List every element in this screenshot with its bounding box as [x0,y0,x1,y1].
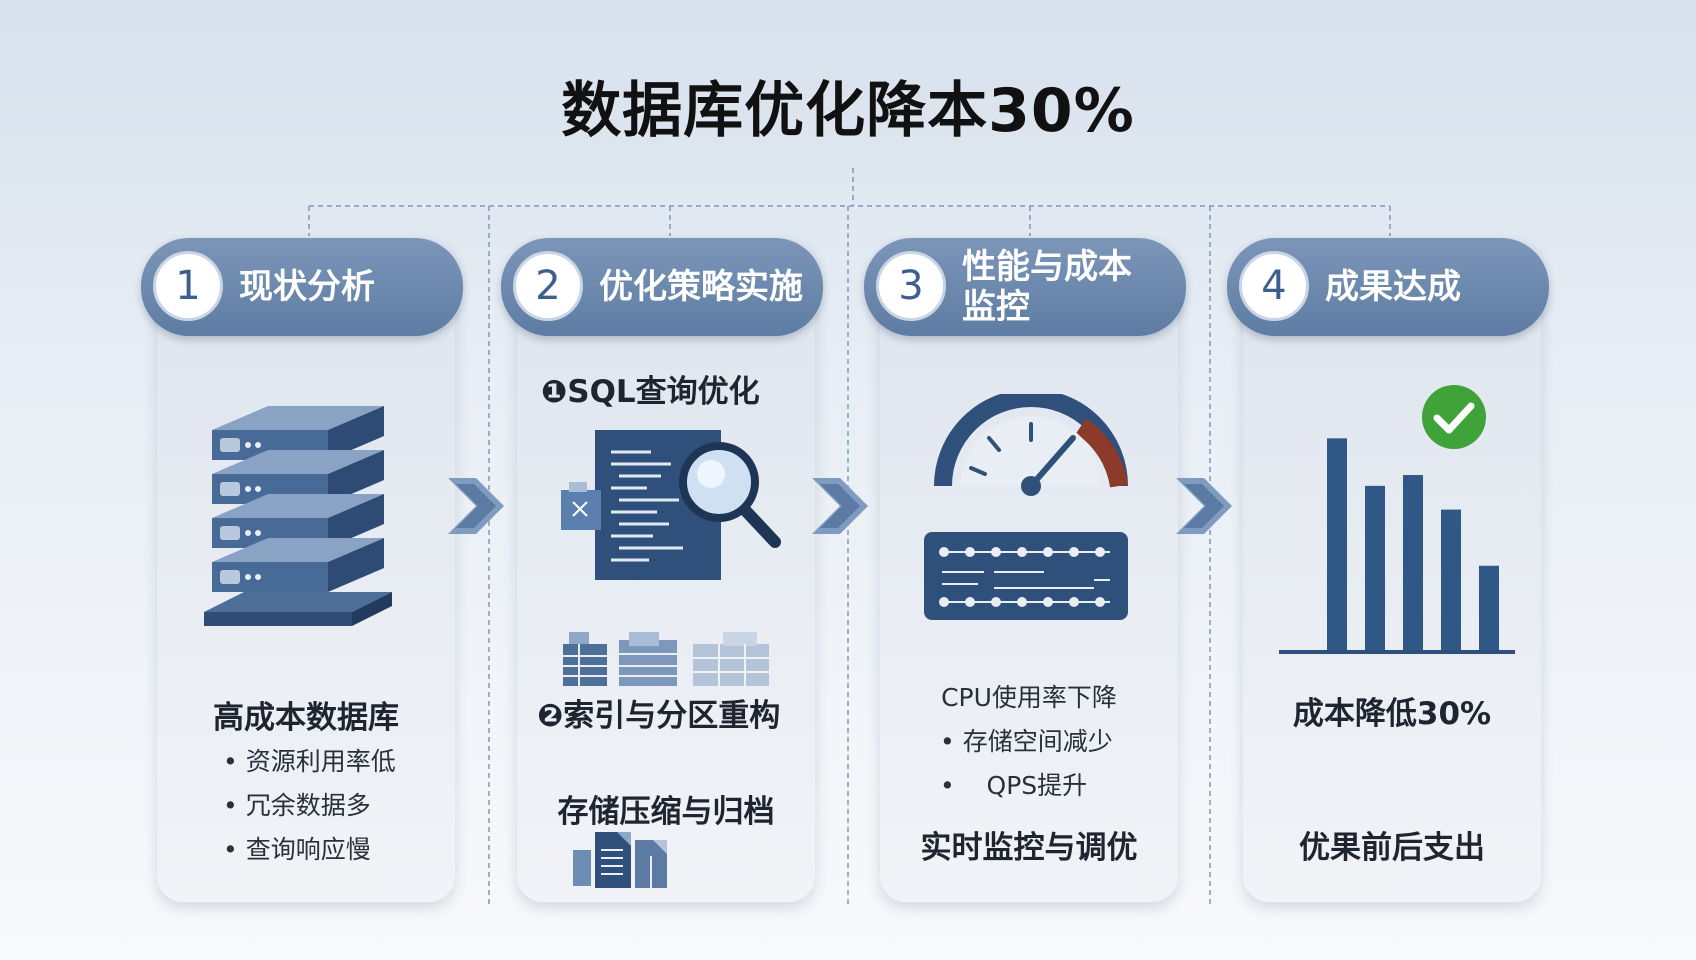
chevron-right-icon [448,478,504,534]
step4-bottom: 优果前后支出 [1299,830,1485,866]
step-header-4: 4 成果达成 [1227,238,1549,336]
gauge-icon [934,394,1128,496]
step1-bullet-2: • 冗余数据多 [223,791,371,820]
chart-bar [1403,475,1423,650]
chart-bar [1479,565,1499,650]
bar-chart-icon [1279,438,1515,654]
step1-bullet-1: • 资源利用率低 [223,747,396,776]
chart-bar [1441,509,1461,650]
index-tables-icon [563,632,769,686]
step2-sub1: ❶SQL查询优化 [541,374,760,410]
step-header-2: 2 优化策略实施 [501,238,823,336]
step3-line1: CPU使用率下降 [941,683,1117,712]
step-number-1: 1 [153,251,223,321]
step-title-3-line1: 性能与成本 [962,247,1132,287]
monitor-panel-icon [924,532,1128,620]
code-magnifier-icon [561,430,781,580]
chevron-right-icon [1176,478,1232,534]
step-title-3-line2: 监控 [962,287,1030,327]
checkmark-icon [1422,385,1486,449]
server-stack-icon [204,406,392,626]
step-header-3: 3 性能与成本 监控 [864,238,1186,336]
archive-files-icon [573,832,667,888]
step3-line3: • QPS提升 [940,771,1088,800]
chart-bar [1327,438,1347,650]
step4-result: 成本降低30% [1292,696,1492,732]
step1-bullet-3: • 查询响应慢 [223,835,371,864]
chevron-right-icon [812,478,868,534]
step-number-3: 3 [876,251,946,321]
step-number-4: 4 [1239,251,1309,321]
step2-sub2: ❷索引与分区重构 [537,698,781,734]
step-title-2: 优化策略实施 [599,267,803,307]
page-title: 数据库优化降本30% [561,76,1135,146]
step-card-4: 4 成果达成 成本降低30% 优果前后支出 [1227,238,1549,902]
step1-label: 高成本数据库 [213,700,399,736]
step-card-1: 1 现状分析 [141,238,463,902]
step-card-2: 2 优化策略实施 ❶SQL查询优化 [501,238,823,902]
step-title-1: 现状分析 [239,267,375,307]
step2-sub3: 存储压缩与归档 [557,794,775,830]
step-title-4: 成果达成 [1325,267,1461,307]
step3-line2: • 存储空间减少 [940,727,1113,756]
step-card-3: 3 性能与成本 监控 CPU使用率下降 [864,238,1186,902]
step-title-3: 性能与成本 监控 [962,238,1172,336]
step-header-1: 1 现状分析 [141,238,463,336]
chart-bar [1365,485,1385,650]
step-number-2: 2 [513,251,583,321]
step3-label: 实时监控与调优 [920,830,1138,866]
